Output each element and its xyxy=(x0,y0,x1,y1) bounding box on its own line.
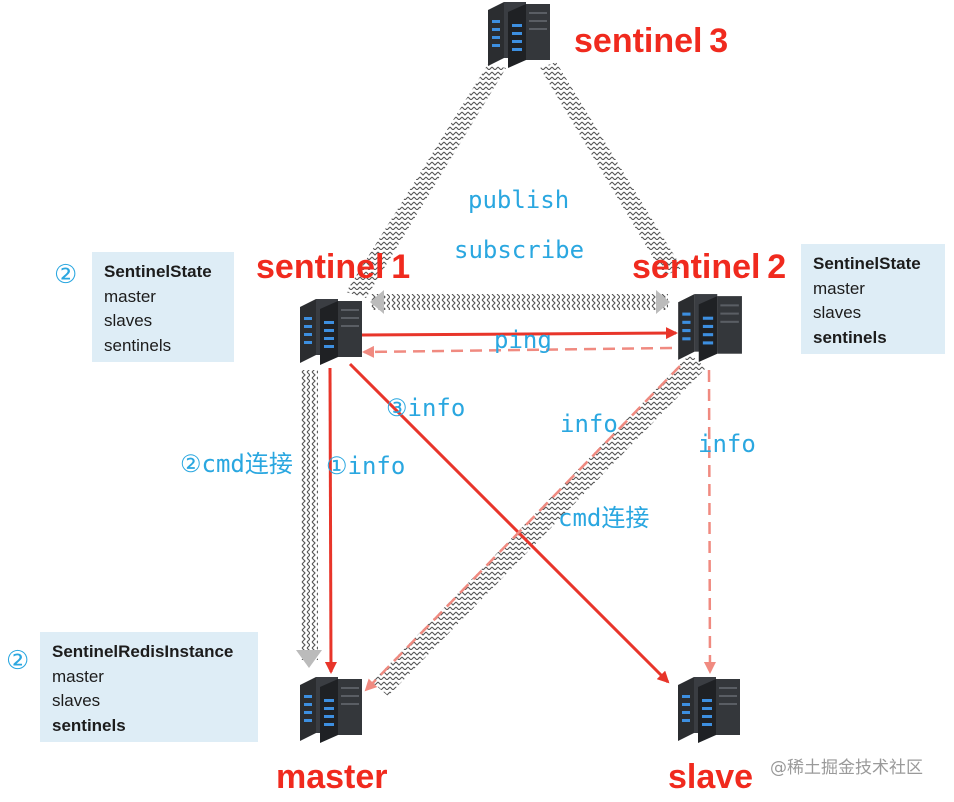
box-line: slaves xyxy=(104,311,153,330)
edge-label-info-sentinel2-slave: info xyxy=(698,430,756,458)
server-icon xyxy=(300,677,362,743)
arrow-info-sentinel1-master xyxy=(324,367,337,674)
link-sentinel1-sentinel3 xyxy=(346,64,506,298)
server-icon xyxy=(488,2,550,68)
master-instance-box: SentinelRedisInstance master slaves sent… xyxy=(40,632,258,742)
box-line: sentinels xyxy=(104,335,172,355)
step-marker: ② xyxy=(54,260,78,290)
box-title: SentinelRedisInstance xyxy=(52,642,234,661)
box-line: slaves xyxy=(813,303,862,322)
link-sentinel1-sentinel2 xyxy=(370,290,670,314)
arrow-info-sentinel1-slave xyxy=(348,362,670,684)
node-label-sentinel1: sentinel 1 xyxy=(256,248,411,286)
arrow-ping xyxy=(361,327,678,340)
sentinel1-state-box: SentinelState master slaves sentinels xyxy=(92,252,234,362)
node-label-sentinel2: sentinel 2 xyxy=(632,248,787,286)
link-sentinel1-master xyxy=(296,370,322,668)
server-icon xyxy=(678,677,740,743)
edge-label-cmd-sentinel1: ②cmd连接 xyxy=(180,450,293,478)
box-title: SentinelState xyxy=(104,262,212,281)
box-line: master xyxy=(104,286,156,306)
sentinel2-state-box: SentinelState master slaves sentinels xyxy=(801,244,945,354)
step-marker: ② xyxy=(6,646,30,676)
arrow-info-sentinel2-slave xyxy=(703,369,716,674)
link-sentinel2-sentinel3 xyxy=(540,62,682,276)
box-title: SentinelState xyxy=(813,254,921,273)
link-sentinel2-master xyxy=(372,354,706,696)
edge-label-info-sentinel1-master: ①info xyxy=(326,452,406,480)
edge-label-info-sentinel2-master: info xyxy=(560,410,618,438)
edge-label-publish: publish xyxy=(468,186,570,214)
edge-label-info-sentinel1-slave: ③info xyxy=(386,394,466,422)
edge-label-ping: ping xyxy=(494,326,552,354)
server-icon xyxy=(300,299,362,365)
box-line: master xyxy=(52,666,104,686)
box-line: sentinels xyxy=(813,327,887,347)
edge-label-cmd-sentinel2: cmd连接 xyxy=(558,504,650,532)
box-line: master xyxy=(813,278,865,298)
node-label-master: master xyxy=(276,758,388,796)
edge-label-subscribe: subscribe xyxy=(454,236,585,264)
node-label-slave: slave xyxy=(668,758,754,796)
box-line: slaves xyxy=(52,691,101,710)
server-icon xyxy=(678,294,742,362)
arrow-ping-reply xyxy=(362,345,673,358)
watermark: @稀土掘金技术社区 xyxy=(770,758,923,778)
node-label-sentinel3: sentinel 3 xyxy=(574,22,729,60)
box-line: sentinels xyxy=(52,715,126,735)
